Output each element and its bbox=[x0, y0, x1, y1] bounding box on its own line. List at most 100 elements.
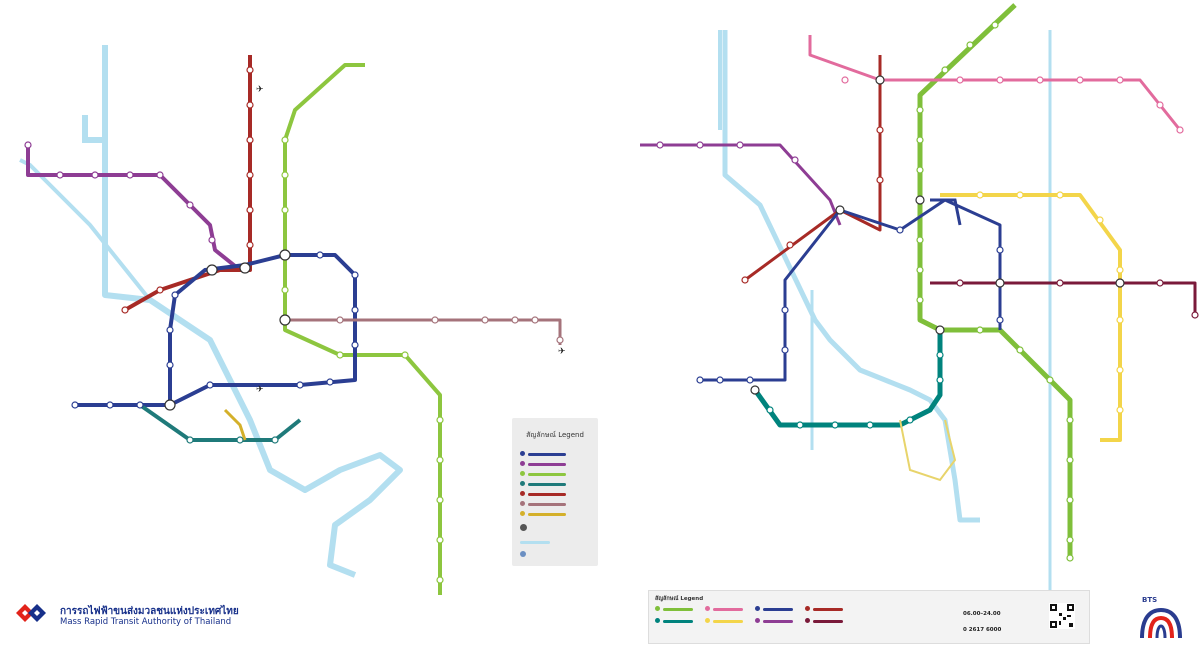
station-marker[interactable] bbox=[866, 421, 874, 429]
station-marker[interactable] bbox=[1156, 279, 1164, 287]
station-marker[interactable] bbox=[996, 76, 1004, 84]
station-marker[interactable] bbox=[436, 416, 444, 424]
station-marker[interactable] bbox=[996, 246, 1004, 254]
station-marker[interactable] bbox=[791, 156, 799, 164]
station-marker[interactable] bbox=[935, 325, 945, 335]
station-marker[interactable] bbox=[1056, 279, 1064, 287]
station-marker[interactable] bbox=[206, 264, 218, 276]
station-marker[interactable] bbox=[246, 66, 254, 74]
station-marker[interactable] bbox=[1191, 311, 1199, 319]
station-marker[interactable] bbox=[991, 21, 999, 29]
station-marker[interactable] bbox=[126, 171, 134, 179]
station-marker[interactable] bbox=[121, 306, 129, 314]
station-marker[interactable] bbox=[746, 376, 754, 384]
station-marker[interactable] bbox=[1116, 406, 1124, 414]
station-marker[interactable] bbox=[271, 436, 279, 444]
station-marker[interactable] bbox=[166, 326, 174, 334]
station-marker[interactable] bbox=[281, 171, 289, 179]
station-marker[interactable] bbox=[831, 421, 839, 429]
station-marker[interactable] bbox=[351, 271, 359, 279]
station-marker[interactable] bbox=[1056, 191, 1064, 199]
station-marker[interactable] bbox=[106, 401, 114, 409]
station-marker[interactable] bbox=[1096, 216, 1104, 224]
station-marker[interactable] bbox=[1176, 126, 1184, 134]
station-marker[interactable] bbox=[976, 326, 984, 334]
station-marker[interactable] bbox=[896, 226, 904, 234]
station-marker[interactable] bbox=[206, 381, 214, 389]
station-marker[interactable] bbox=[996, 316, 1004, 324]
station-marker[interactable] bbox=[841, 76, 849, 84]
station-marker[interactable] bbox=[781, 306, 789, 314]
station-marker[interactable] bbox=[351, 341, 359, 349]
station-marker[interactable] bbox=[1156, 101, 1164, 109]
station-marker[interactable] bbox=[736, 141, 744, 149]
station-marker[interactable] bbox=[1066, 496, 1074, 504]
station-marker[interactable] bbox=[1036, 76, 1044, 84]
station-marker[interactable] bbox=[436, 576, 444, 584]
station-marker[interactable] bbox=[876, 126, 884, 134]
station-marker[interactable] bbox=[1066, 456, 1074, 464]
station-marker[interactable] bbox=[208, 236, 216, 244]
station-marker[interactable] bbox=[316, 251, 324, 259]
station-marker[interactable] bbox=[156, 286, 164, 294]
station-marker[interactable] bbox=[995, 278, 1005, 288]
station-marker[interactable] bbox=[766, 406, 774, 414]
station-marker[interactable] bbox=[1116, 266, 1124, 274]
station-marker[interactable] bbox=[966, 41, 974, 49]
station-marker[interactable] bbox=[976, 191, 984, 199]
station-marker[interactable] bbox=[916, 166, 924, 174]
station-marker[interactable] bbox=[164, 399, 176, 411]
station-marker[interactable] bbox=[916, 236, 924, 244]
station-marker[interactable] bbox=[246, 101, 254, 109]
station-marker[interactable] bbox=[246, 206, 254, 214]
station-marker[interactable] bbox=[1076, 76, 1084, 84]
station-marker[interactable] bbox=[239, 262, 251, 274]
station-marker[interactable] bbox=[1066, 554, 1074, 562]
station-marker[interactable] bbox=[431, 316, 439, 324]
station-marker[interactable] bbox=[91, 171, 99, 179]
station-marker[interactable] bbox=[296, 381, 304, 389]
station-marker[interactable] bbox=[1116, 316, 1124, 324]
station-marker[interactable] bbox=[336, 316, 344, 324]
station-marker[interactable] bbox=[56, 171, 64, 179]
station-marker[interactable] bbox=[1066, 536, 1074, 544]
station-marker[interactable] bbox=[876, 176, 884, 184]
station-marker[interactable] bbox=[781, 346, 789, 354]
station-marker[interactable] bbox=[1116, 366, 1124, 374]
station-marker[interactable] bbox=[326, 378, 334, 386]
station-marker[interactable] bbox=[696, 141, 704, 149]
station-marker[interactable] bbox=[956, 76, 964, 84]
station-marker[interactable] bbox=[166, 361, 174, 369]
station-marker[interactable] bbox=[186, 436, 194, 444]
station-marker[interactable] bbox=[186, 201, 194, 209]
station-marker[interactable] bbox=[916, 136, 924, 144]
station-marker[interactable] bbox=[916, 266, 924, 274]
station-marker[interactable] bbox=[796, 421, 804, 429]
station-marker[interactable] bbox=[915, 195, 925, 205]
station-marker[interactable] bbox=[171, 291, 179, 299]
station-marker[interactable] bbox=[531, 316, 539, 324]
station-marker[interactable] bbox=[916, 106, 924, 114]
station-marker[interactable] bbox=[1116, 76, 1124, 84]
station-marker[interactable] bbox=[481, 316, 489, 324]
station-marker[interactable] bbox=[906, 416, 914, 424]
station-marker[interactable] bbox=[956, 279, 964, 287]
station-marker[interactable] bbox=[750, 385, 760, 395]
station-marker[interactable] bbox=[936, 351, 944, 359]
station-marker[interactable] bbox=[741, 276, 749, 284]
station-marker[interactable] bbox=[1066, 416, 1074, 424]
station-marker[interactable] bbox=[436, 496, 444, 504]
station-marker[interactable] bbox=[279, 314, 291, 326]
station-marker[interactable] bbox=[281, 136, 289, 144]
station-marker[interactable] bbox=[24, 141, 32, 149]
station-marker[interactable] bbox=[436, 536, 444, 544]
station-marker[interactable] bbox=[1016, 191, 1024, 199]
station-marker[interactable] bbox=[936, 376, 944, 384]
station-marker[interactable] bbox=[71, 401, 79, 409]
station-marker[interactable] bbox=[279, 249, 291, 261]
station-marker[interactable] bbox=[236, 436, 244, 444]
station-marker[interactable] bbox=[246, 241, 254, 249]
station-marker[interactable] bbox=[696, 376, 704, 384]
station-marker[interactable] bbox=[556, 336, 564, 344]
station-marker[interactable] bbox=[246, 136, 254, 144]
